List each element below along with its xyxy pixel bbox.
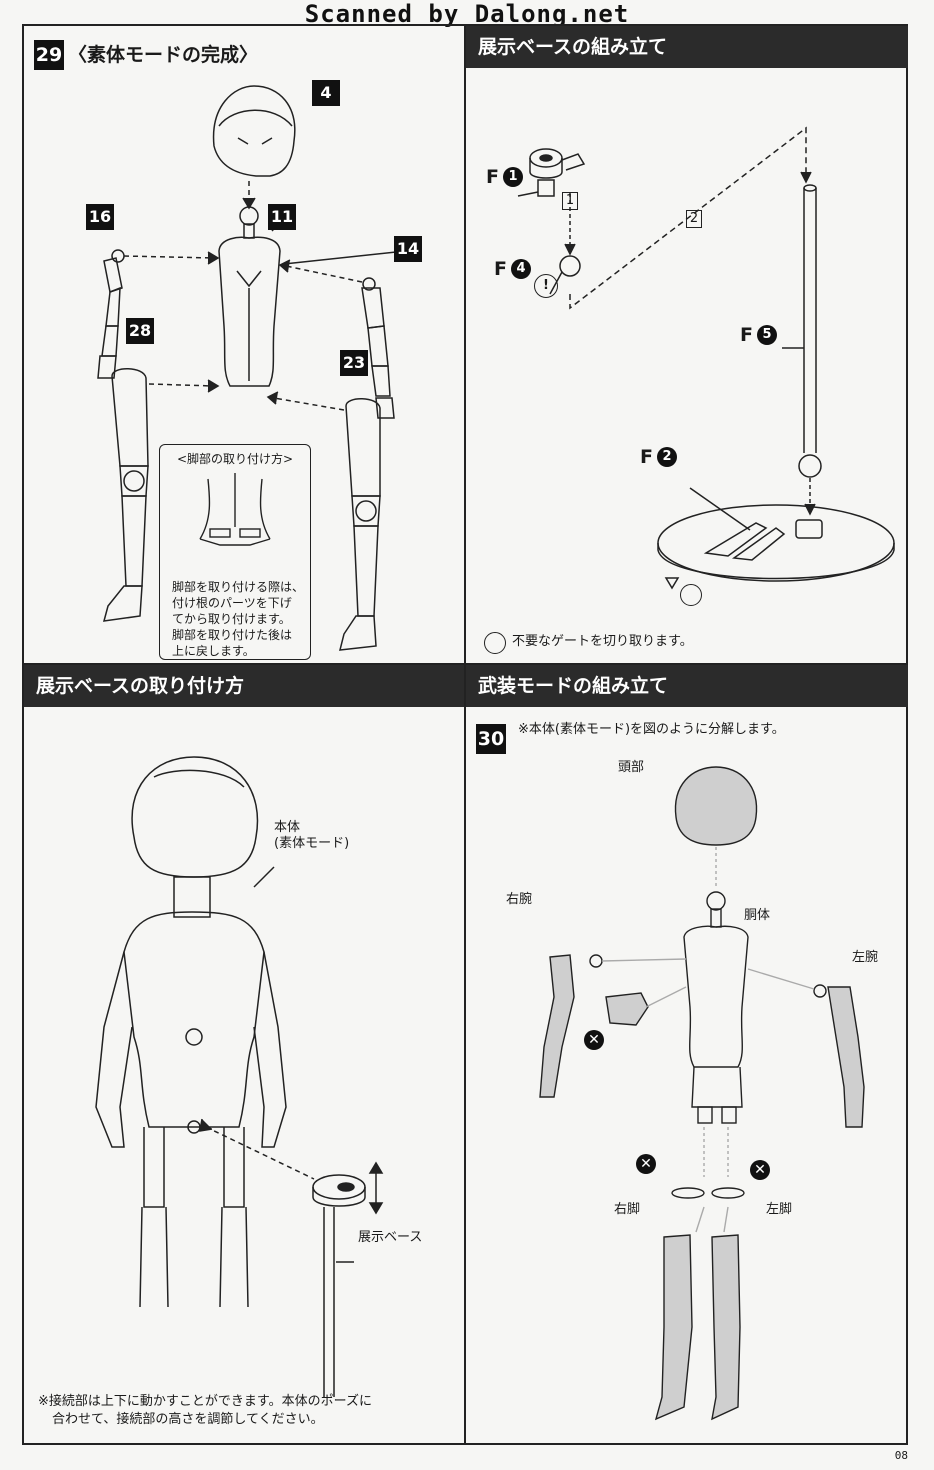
base-assembly-header: 展示ベースの組み立て (466, 26, 908, 68)
scan-credit: Scanned by Dalong.net (304, 0, 630, 28)
part-number-badge: 2 (656, 447, 677, 467)
body-label-line-1: 本体 (274, 820, 301, 835)
disassembly-diagram (539, 766, 865, 1421)
part-tag-14: 14 (394, 236, 422, 262)
vertical-divider (464, 26, 466, 1443)
remove-x-icon: ✕ (750, 1160, 770, 1180)
part-number-badge: 5 (756, 325, 777, 345)
display-base-label: 展示ベース (358, 1230, 423, 1245)
attach-note-line-1: ※接続部は上下に動かすことができます。本体のポーズに (38, 1394, 372, 1409)
base-attach-header: 展示ベースの取り付け方 (24, 665, 464, 707)
part-label-f2: F 2 (640, 446, 677, 468)
gate-cut-icon (484, 632, 506, 654)
part-letter: F (486, 166, 499, 188)
base-attach-diagram (95, 756, 384, 1397)
label-torso: 胴体 (744, 908, 771, 923)
part-number-badge: 1 (502, 167, 523, 187)
order-mark-1: 1 (562, 192, 578, 210)
part-letter: F (640, 446, 653, 468)
step-29-number: 29 (34, 40, 64, 70)
part-letter: F (740, 324, 753, 346)
inset-hip-diagram (199, 473, 271, 546)
part-tag-23: 23 (340, 350, 368, 376)
part-label-f4: F 4 (494, 258, 531, 280)
remove-x-icon: ✕ (636, 1154, 656, 1174)
part-label-f5: F 5 (740, 324, 777, 346)
label-right-leg: 右脚 (614, 1202, 641, 1217)
order-mark-2: 2 (686, 210, 702, 228)
part-tag-28: 28 (126, 318, 154, 344)
body-label-line-2: (素体モード) (274, 836, 350, 851)
gate-note: 不要なゲートを切り取ります。 (512, 634, 693, 649)
part-number-badge: 4 (510, 259, 531, 279)
instruction-page: 29 〈素体モードの完成〉 (22, 24, 908, 1445)
inset-note-line-2: 付け根のパーツを下げ (172, 596, 292, 610)
step-30-instruction: ※本体(素体モード)を図のように分解します。 (518, 722, 785, 737)
base-assembly-diagram (517, 126, 895, 590)
gate-cut-icon (680, 584, 702, 606)
inset-note-line-1: 脚部を取り付ける際は、 (172, 580, 305, 594)
inset-note-line-4: 脚部を取り付けた後は (172, 628, 293, 642)
label-head: 頭部 (618, 760, 645, 775)
inset-title: <脚部の取り付け方> (176, 452, 294, 466)
attach-note-line-2: 合わせて、接続部の高さを調節してください。 (52, 1412, 324, 1427)
page-number: 08 (894, 1449, 908, 1462)
label-left-leg: 左脚 (766, 1202, 793, 1217)
part-label-f1: F 1 (486, 166, 523, 188)
inset-note-line-5: 上に戻します。 (172, 644, 255, 658)
part-tag-11: 11 (268, 204, 296, 230)
step-29-title: 〈素体モードの完成〉 (68, 44, 259, 66)
leg-attachment-inset: <脚部の取り付け方> 脚部を取り付ける際は、 付け根のパーツを下げ てから取り付… (159, 444, 311, 660)
caution-icon: ! (534, 274, 558, 298)
part-letter: F (494, 258, 507, 280)
remove-x-icon: ✕ (584, 1030, 604, 1050)
part-tag-4: 4 (312, 80, 340, 106)
label-left-arm: 左腕 (852, 950, 879, 965)
step-29-figure-diagram (97, 85, 397, 651)
label-right-arm: 右腕 (506, 892, 533, 907)
inset-note-line-3: てから取り付けます。 (172, 612, 291, 626)
step-30-number: 30 (476, 724, 506, 754)
weapon-mode-header: 武装モードの組み立て (466, 665, 908, 707)
part-tag-16: 16 (86, 204, 114, 230)
